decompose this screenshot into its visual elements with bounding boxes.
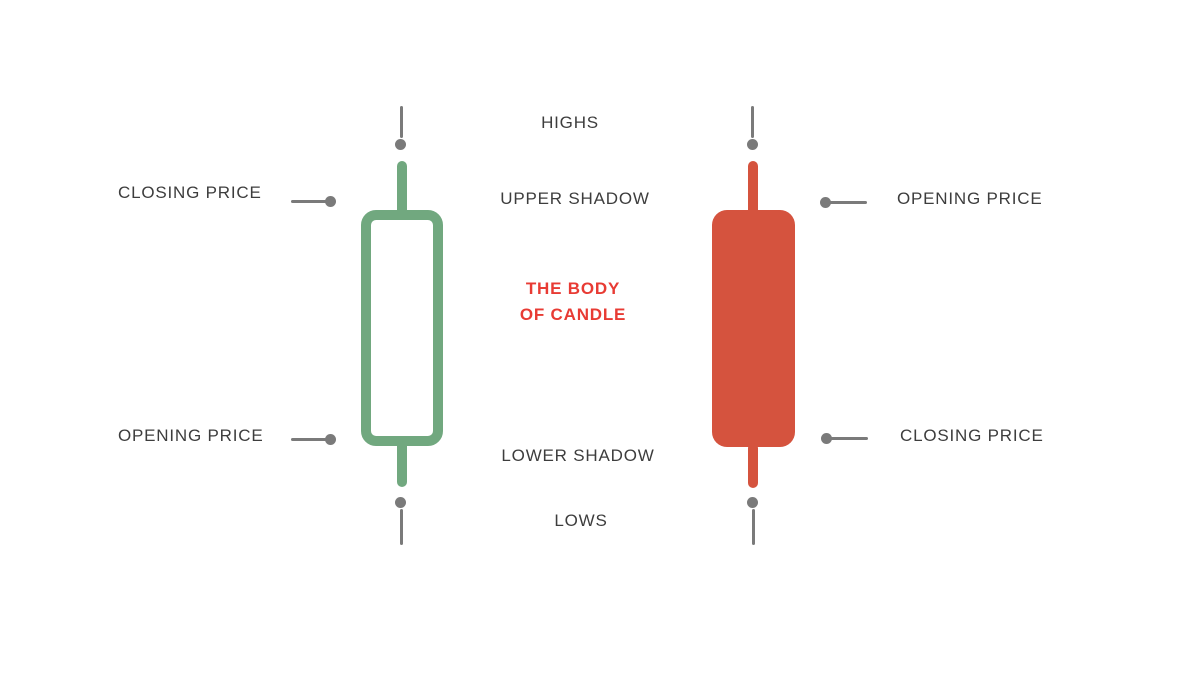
upper-shadow-label: UPPER SHADOW [500,189,650,208]
low-pointer-dot [747,497,758,508]
low-pointer-dot [395,497,406,508]
bullish-upper-wick [397,161,407,216]
bearish-upper-wick [748,161,758,216]
bullish-candle-body [361,210,443,446]
high-pointer-dot [395,139,406,150]
opening-price-pointer-line [291,438,331,441]
bearish-candle-body [712,210,795,447]
high-pointer-dot [747,139,758,150]
body-label-line2: OF CANDLE [519,305,627,324]
high-pointer-line [751,106,754,138]
opening-price-pointer-dot [820,197,831,208]
bullish-closing-price-label: CLOSING PRICE [118,183,262,202]
closing-price-pointer-line [291,200,331,203]
closing-price-pointer-dot [821,433,832,444]
low-pointer-line [752,509,755,545]
closing-price-pointer-line [828,437,868,440]
high-pointer-line [400,106,403,138]
bearish-opening-price-label: OPENING PRICE [897,189,1043,208]
low-pointer-line [400,509,403,545]
lower-shadow-label: LOWER SHADOW [501,446,655,465]
bullish-opening-price-label: OPENING PRICE [118,426,264,445]
opening-price-pointer-dot [325,434,336,445]
bearish-closing-price-label: CLOSING PRICE [900,426,1044,445]
bearish-lower-wick [748,443,758,488]
closing-price-pointer-dot [325,196,336,207]
bullish-lower-wick [397,441,407,487]
body-of-candle-label: THE BODY OF CANDLE [520,276,626,328]
opening-price-pointer-line [827,201,867,204]
body-label-line1: THE BODY [525,279,621,298]
highs-label: HIGHS [541,113,599,132]
lows-label: LOWS [554,511,608,530]
